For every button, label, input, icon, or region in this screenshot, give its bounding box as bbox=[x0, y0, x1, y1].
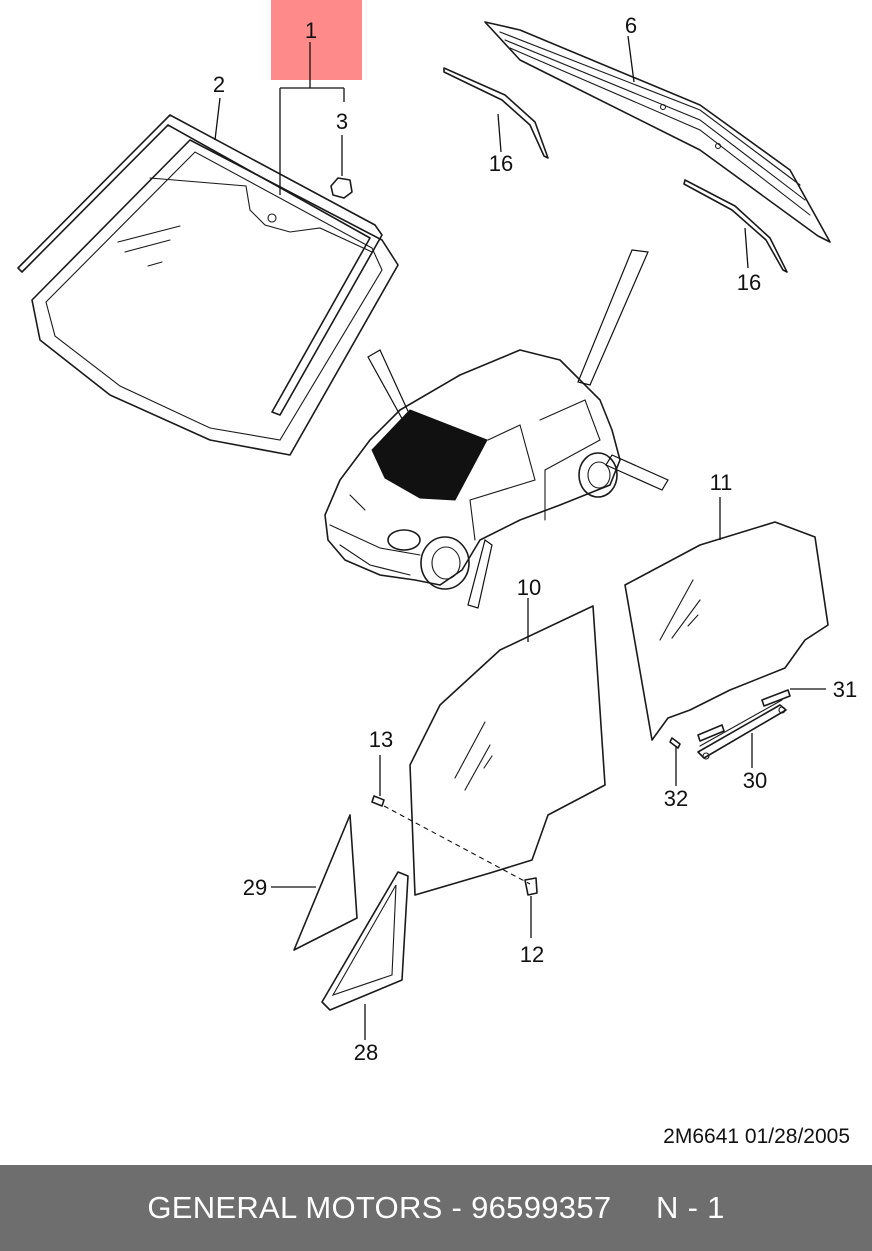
footer-bar: GENERAL MOTORS - 96599357 N - 1 bbox=[0, 1165, 872, 1251]
callout-30: 30 bbox=[743, 768, 767, 793]
quarter-window-frame bbox=[321, 871, 409, 1011]
callout-3: 3 bbox=[336, 109, 348, 134]
part-1-highlight bbox=[271, 0, 362, 80]
callout-16-lower: 16 bbox=[737, 270, 761, 295]
molding-strip-upper bbox=[443, 67, 549, 159]
callout-6: 6 bbox=[625, 13, 637, 38]
callout-10: 10 bbox=[517, 575, 541, 600]
callout-1: 1 bbox=[305, 18, 317, 43]
footer-part-number: 96599357 bbox=[471, 1190, 612, 1225]
callout-31: 31 bbox=[833, 677, 857, 702]
callout-16-upper: 16 bbox=[489, 151, 513, 176]
footer-separator: - bbox=[442, 1190, 472, 1225]
callout-32: 32 bbox=[664, 786, 688, 811]
footer-spacer bbox=[611, 1190, 656, 1225]
callout-12: 12 bbox=[520, 942, 544, 967]
mirror-pad bbox=[330, 177, 353, 199]
footer-brand: GENERAL MOTORS bbox=[147, 1190, 443, 1225]
parts-diagram: 1 2 3 6 16 16 11 10 31 13 32 30 29 12 28 bbox=[17, 0, 857, 1065]
quarter-window-glass bbox=[293, 814, 358, 951]
clip-12 bbox=[524, 877, 538, 896]
glass-stabilizer bbox=[697, 689, 791, 742]
rear-door-glass bbox=[624, 521, 829, 741]
bolt-13 bbox=[371, 795, 385, 807]
windshield-molding bbox=[17, 114, 383, 416]
callout-2: 2 bbox=[213, 72, 225, 97]
front-door-glass bbox=[409, 605, 606, 896]
molding-strip-lower bbox=[683, 179, 788, 273]
glass-run-channel bbox=[697, 699, 787, 760]
callout-29: 29 bbox=[243, 875, 267, 900]
callout-11: 11 bbox=[710, 470, 733, 495]
back-window-glass bbox=[484, 21, 831, 243]
callout-13: 13 bbox=[369, 727, 393, 752]
leader-lines bbox=[214, 35, 826, 1040]
footer-page: N - 1 bbox=[655, 1190, 725, 1225]
callout-28: 28 bbox=[354, 1040, 378, 1065]
footer-text: GENERAL MOTORS - 96599357 N - 1 bbox=[0, 1165, 872, 1251]
bolt-32 bbox=[669, 737, 681, 749]
diagram-code: 2M6641 01/28/2005 bbox=[663, 1125, 850, 1148]
vehicle-illustration bbox=[324, 249, 669, 609]
windshield-glass bbox=[31, 139, 399, 456]
